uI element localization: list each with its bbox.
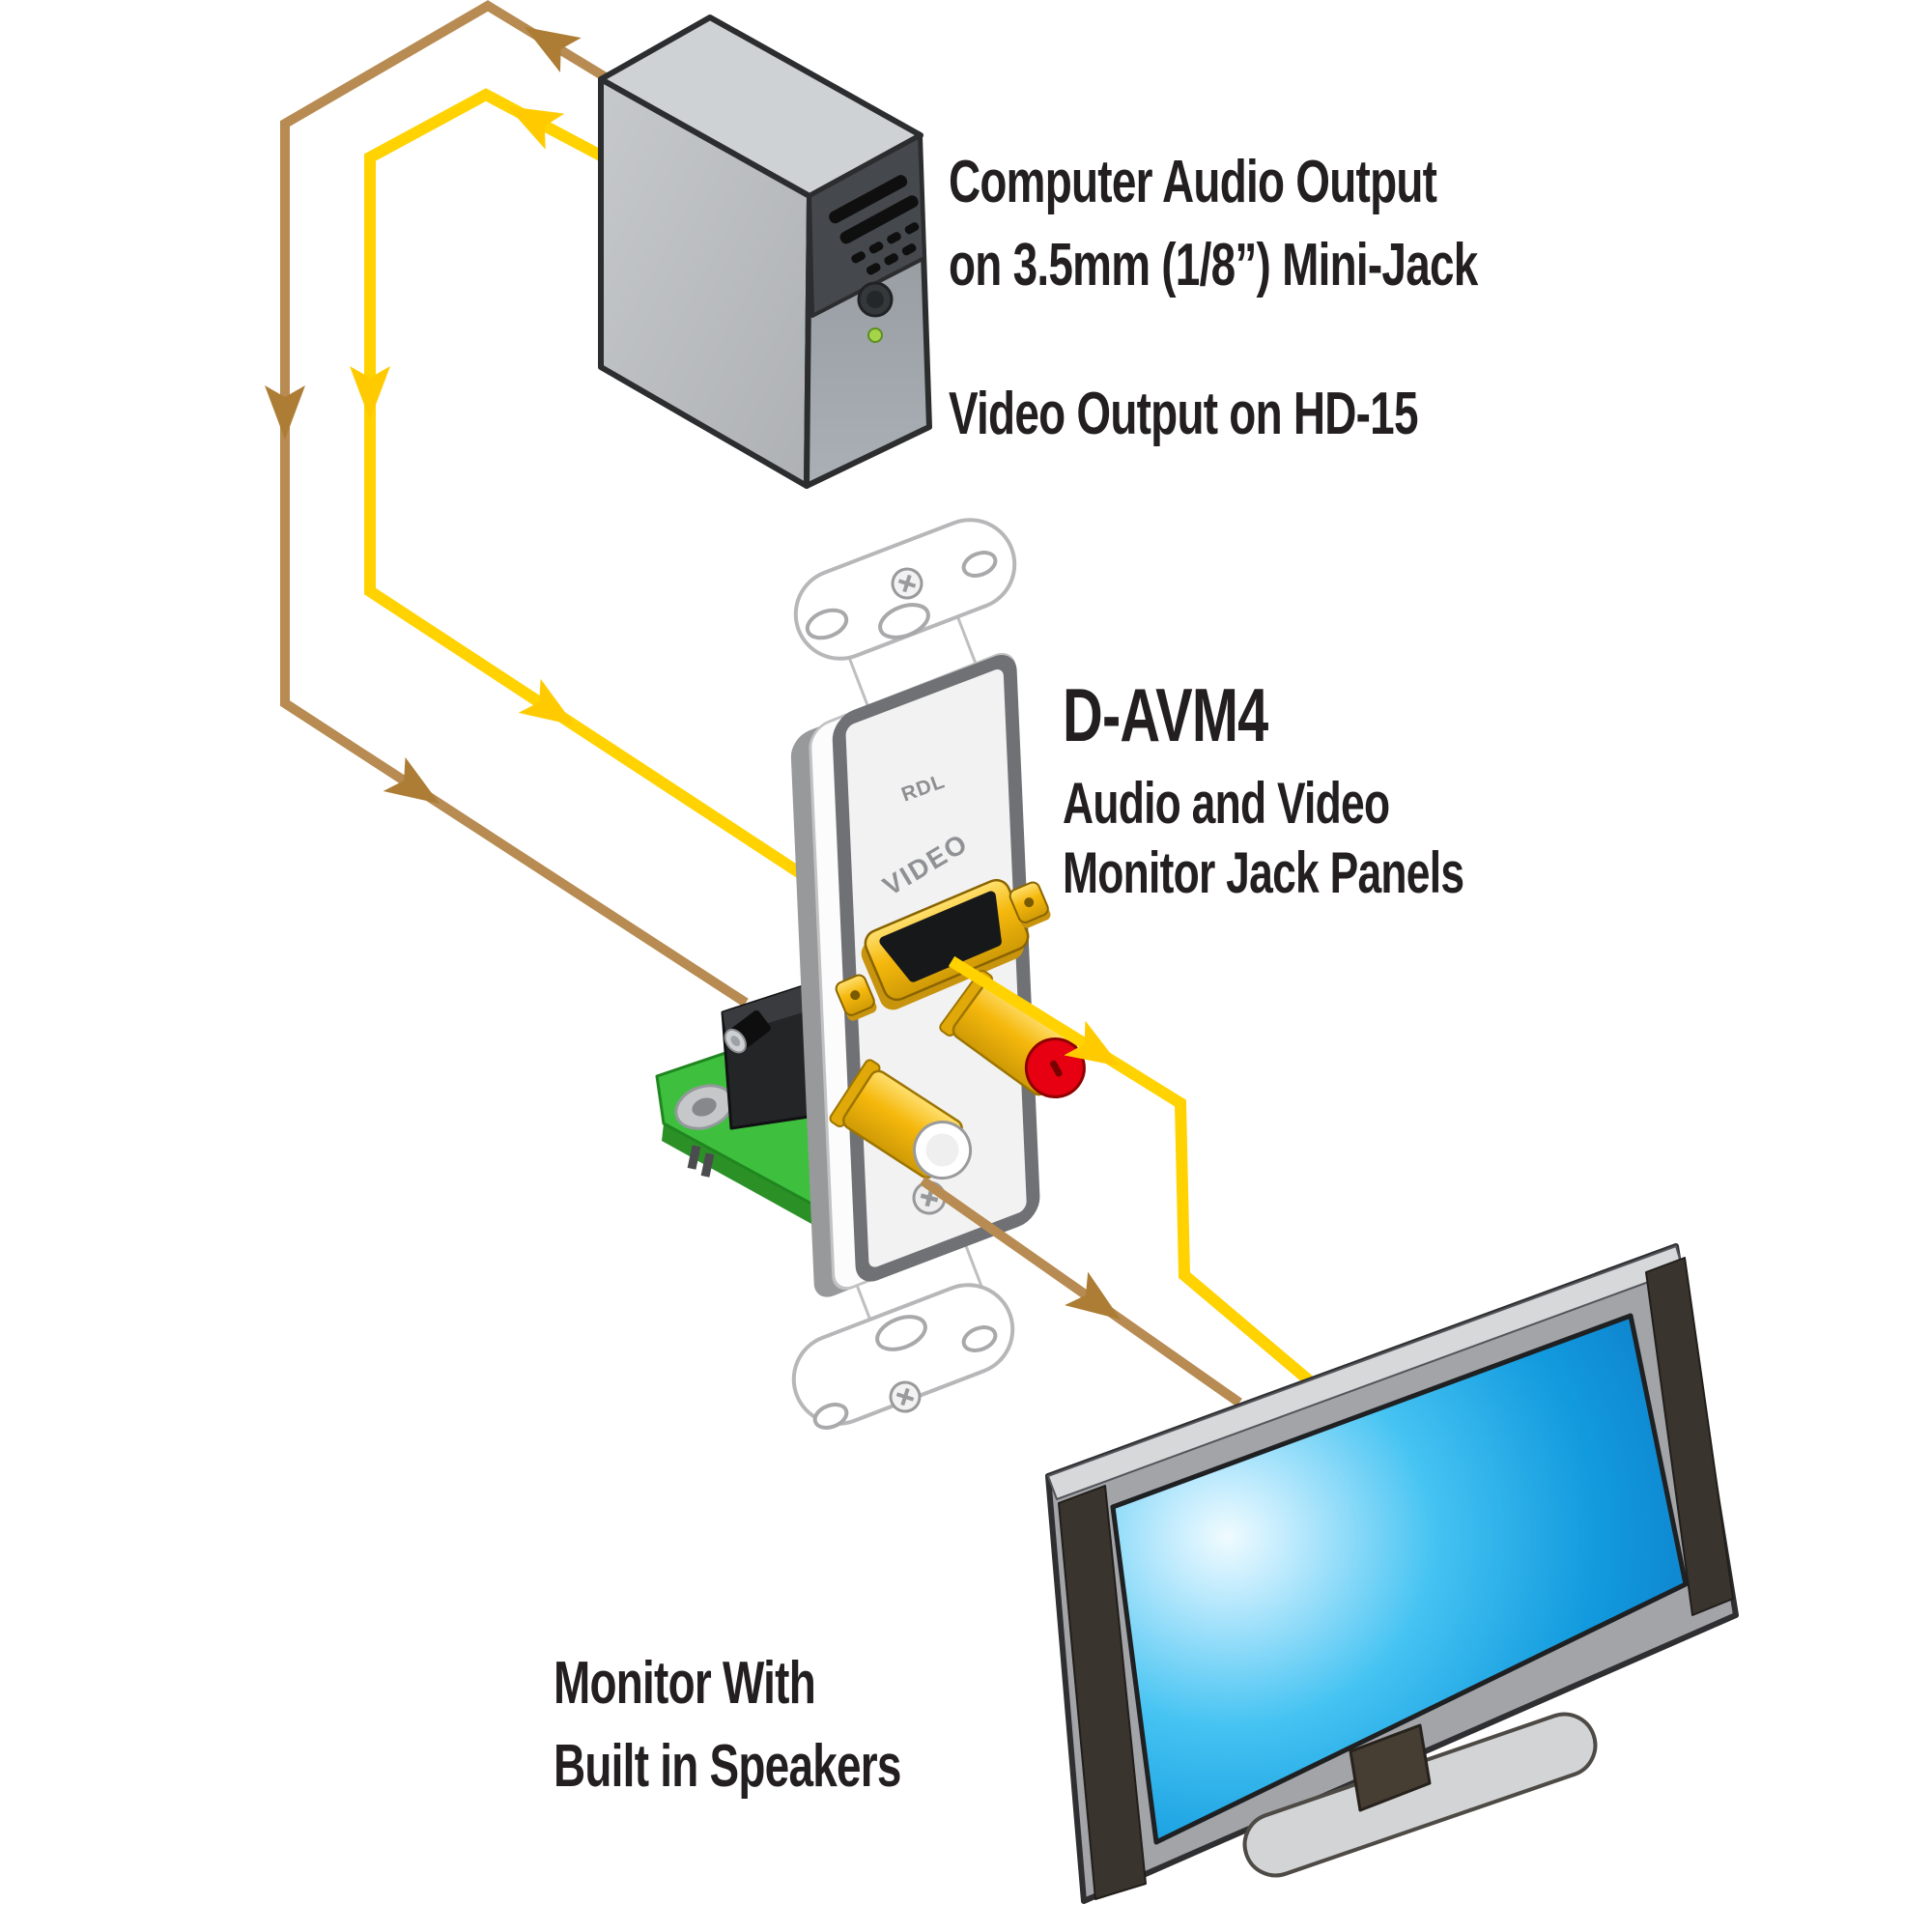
label-monitor: Monitor With Built in Speakers [554, 1642, 901, 1808]
video-cable-monitor-run [948, 955, 1313, 1385]
rca-jack-white [829, 1059, 973, 1180]
power-button-inner [867, 291, 884, 308]
monitor-screen [1110, 1313, 1689, 1845]
label-panel: D-AVM4 Audio and Video Monitor Jack Pane… [1063, 670, 1464, 908]
label-line: Computer Audio Output [949, 149, 1437, 215]
panel-screw [912, 1180, 947, 1215]
vga-connector [861, 878, 1030, 1010]
label-computer-audio-output: Computer Audio Output on 3.5mm (1/8”) Mi… [949, 141, 1478, 307]
vga-dsub-opening [879, 891, 1002, 982]
tab-slot [805, 608, 849, 640]
video-cable-computer-run [350, 88, 809, 882]
thumbscrew-right [1009, 881, 1051, 928]
flow-arrow [350, 366, 390, 420]
tab-hole [961, 551, 998, 578]
vent-grille [829, 175, 920, 275]
label-line: Built in Speakers [554, 1733, 901, 1800]
flow-arrow [518, 678, 575, 725]
audio-cable-monitor-run [920, 1176, 1242, 1407]
tab-slot [878, 603, 930, 639]
flow-arrow [1065, 1271, 1121, 1320]
tab-slot [812, 1403, 849, 1430]
label-line: Monitor Jack Panels [1063, 840, 1464, 905]
flow-arrow [383, 756, 440, 804]
tab-hole [961, 1325, 998, 1352]
computer-tower [598, 14, 932, 489]
flow-arrow [507, 106, 565, 150]
label-line: Audio and Video [1063, 771, 1390, 836]
mounting-screw [889, 1380, 922, 1413]
mini-jack-plug [724, 1010, 771, 1054]
label-line: Video Output on HD-15 [949, 381, 1418, 447]
label-video-output: Video Output on HD-15 [949, 373, 1418, 456]
panel-model-title: D-AVM4 [1063, 672, 1268, 757]
monitor-stand [1242, 1712, 1598, 1878]
speaker-strip-left [1058, 1485, 1147, 1900]
flow-arrow [265, 385, 305, 440]
power-led [867, 327, 883, 343]
thumbscrew-left [835, 974, 877, 1021]
stand-neck [1349, 1723, 1432, 1812]
pcb-pin [700, 1152, 715, 1178]
flow-arrow [1064, 1020, 1121, 1066]
mounting-screw [891, 567, 923, 600]
label-line: Monitor With [554, 1650, 816, 1717]
speaker-strip-right [1645, 1257, 1734, 1616]
audio-cable-computer-run [265, 0, 749, 1008]
pcb-board [655, 983, 835, 1235]
monitor [1045, 1243, 1739, 1904]
label-line: on 3.5mm (1/8”) Mini-Jack [949, 232, 1478, 298]
flow-arrow [525, 27, 582, 73]
pcb-pin [687, 1145, 701, 1170]
tab-slot [875, 1315, 927, 1351]
